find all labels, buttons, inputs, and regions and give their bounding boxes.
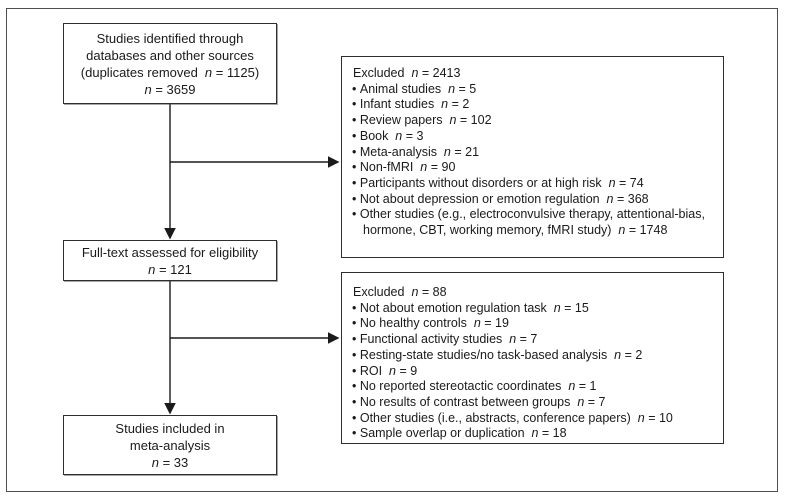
n-variable: n [553, 300, 561, 315]
included-count: n = 33 [151, 454, 189, 470]
exclusion-reason: • Sample overlap or duplication n = 18 [352, 426, 567, 441]
box-text-line: Full-text assessed for eligibility [81, 244, 259, 260]
excluded-count: n = 88 [411, 285, 447, 299]
bullet-icon: • [352, 144, 360, 159]
bullet-icon: • [352, 191, 360, 206]
n-variable: n [568, 379, 576, 394]
n-variable: n [577, 394, 585, 409]
fulltext-count: n = 121 [148, 261, 192, 277]
exclusion-reason-list: • Animal studies n = 5• Infant studies n… [352, 82, 705, 239]
bullet-icon: • [352, 160, 360, 175]
n-variable: n [618, 223, 626, 238]
exclusion-reason-list: • Not about emotion regulation task n = … [352, 301, 705, 442]
excluded-label: Excluded [353, 285, 405, 299]
n-variable: n [148, 261, 156, 277]
exclusion-reason: • Not about depression or emotion regula… [352, 191, 649, 206]
exclusion-reason: • Animal studies n = 5 [352, 81, 477, 96]
exclusion-reason: • No results of contrast between groups … [352, 394, 606, 409]
exclusion-reason: • No healthy controls n = 19 [352, 316, 509, 331]
exclusion-reason: • Non-fMRI n = 90 [352, 160, 456, 175]
box-text-line: meta-analysis [129, 437, 211, 453]
exclusion-reason: • Functional activity studies n = 7 [352, 332, 538, 347]
paren-close: ) [254, 64, 260, 80]
arrow-right-icon [328, 332, 340, 344]
bullet-icon: • [352, 394, 360, 409]
identified-count: n = 3659 [144, 81, 196, 97]
n-variable: n [637, 410, 645, 425]
exclusion-reason: • Resting-state studies/no task-based an… [352, 347, 643, 362]
bullet-icon: • [352, 410, 360, 425]
excluded-title: Excluded n = 88 [353, 285, 705, 301]
exclusion-reason: • Other studies (i.e., abstracts, confer… [352, 410, 673, 425]
n-variable: n [606, 191, 614, 206]
duplicates-count: n = 1125 [204, 64, 255, 80]
box-fulltext-assessed: Full-text assessed for eligibility n = 1… [63, 240, 277, 281]
bullet-icon: • [352, 363, 360, 378]
n-variable: n [420, 160, 428, 175]
n-variable: n [614, 347, 622, 362]
n-variable: n [151, 454, 159, 470]
n-variable: n [449, 113, 457, 128]
n-variable: n [509, 332, 517, 347]
exclusion-reason: • Book n = 3 [352, 128, 424, 143]
n-variable: n [395, 128, 403, 143]
bullet-icon: • [352, 81, 360, 96]
duplicates-label: (duplicates removed [80, 64, 198, 80]
bullet-icon: • [352, 175, 360, 190]
n-variable: n [441, 97, 449, 112]
arrow-down-icon [164, 403, 176, 415]
n-variable: n [204, 64, 213, 80]
bullet-icon: • [352, 207, 360, 222]
exclusion-reason: • Infant studies n = 2 [352, 97, 470, 112]
excluded-label: Excluded [353, 66, 405, 80]
box-text-line: Studies identified through [96, 30, 244, 46]
bullet-icon: • [352, 332, 360, 347]
bullet-icon: • [352, 347, 360, 362]
n-variable: n [531, 426, 539, 441]
exclusion-reason: • ROI n = 9 [352, 363, 418, 378]
bullet-icon: • [352, 316, 360, 331]
n-variable: n [411, 66, 419, 80]
n-variable: n [389, 363, 396, 378]
bullet-icon: • [352, 113, 360, 128]
n-variable: n [448, 81, 456, 96]
box-title-lines: Full-text assessed for eligibility [64, 244, 276, 261]
box-text-line: databases and other sources [86, 47, 254, 63]
bullet-icon: • [352, 300, 360, 315]
exclusion-reason: • Meta-analysis n = 21 [352, 144, 480, 159]
box-excluded-eligibility: Excluded n = 88 • Not about emotion regul… [341, 272, 724, 444]
n-variable: n [144, 81, 152, 97]
excluded-count: n = 2413 [411, 66, 461, 80]
exclusion-reason: • Other studies (e.g., electroconvulsive… [352, 207, 705, 238]
bullet-icon: • [352, 426, 360, 441]
n-variable: n [608, 175, 616, 190]
arrow-down-icon [164, 228, 176, 240]
box-text-line: Studies included in [115, 420, 225, 436]
exclusion-reason: • No reported stereotactic coordinates n… [352, 379, 597, 394]
bullet-icon: • [352, 379, 360, 394]
bullet-icon: • [352, 128, 360, 143]
exclusion-reason: • Review papers n = 102 [352, 113, 492, 128]
duplicates-removed-line: (duplicates removed n = 1125) [81, 64, 259, 81]
n-variable: n [473, 316, 481, 331]
excluded-title: Excluded n = 2413 [353, 66, 705, 82]
n-variable: n [443, 144, 451, 159]
exclusion-reason: • Not about emotion regulation task n = … [352, 300, 589, 315]
bullet-icon: • [352, 97, 360, 112]
arrow-right-icon [328, 156, 340, 168]
exclusion-reason: • Participants without disorders or at h… [352, 175, 644, 190]
n-variable: n [411, 285, 419, 299]
